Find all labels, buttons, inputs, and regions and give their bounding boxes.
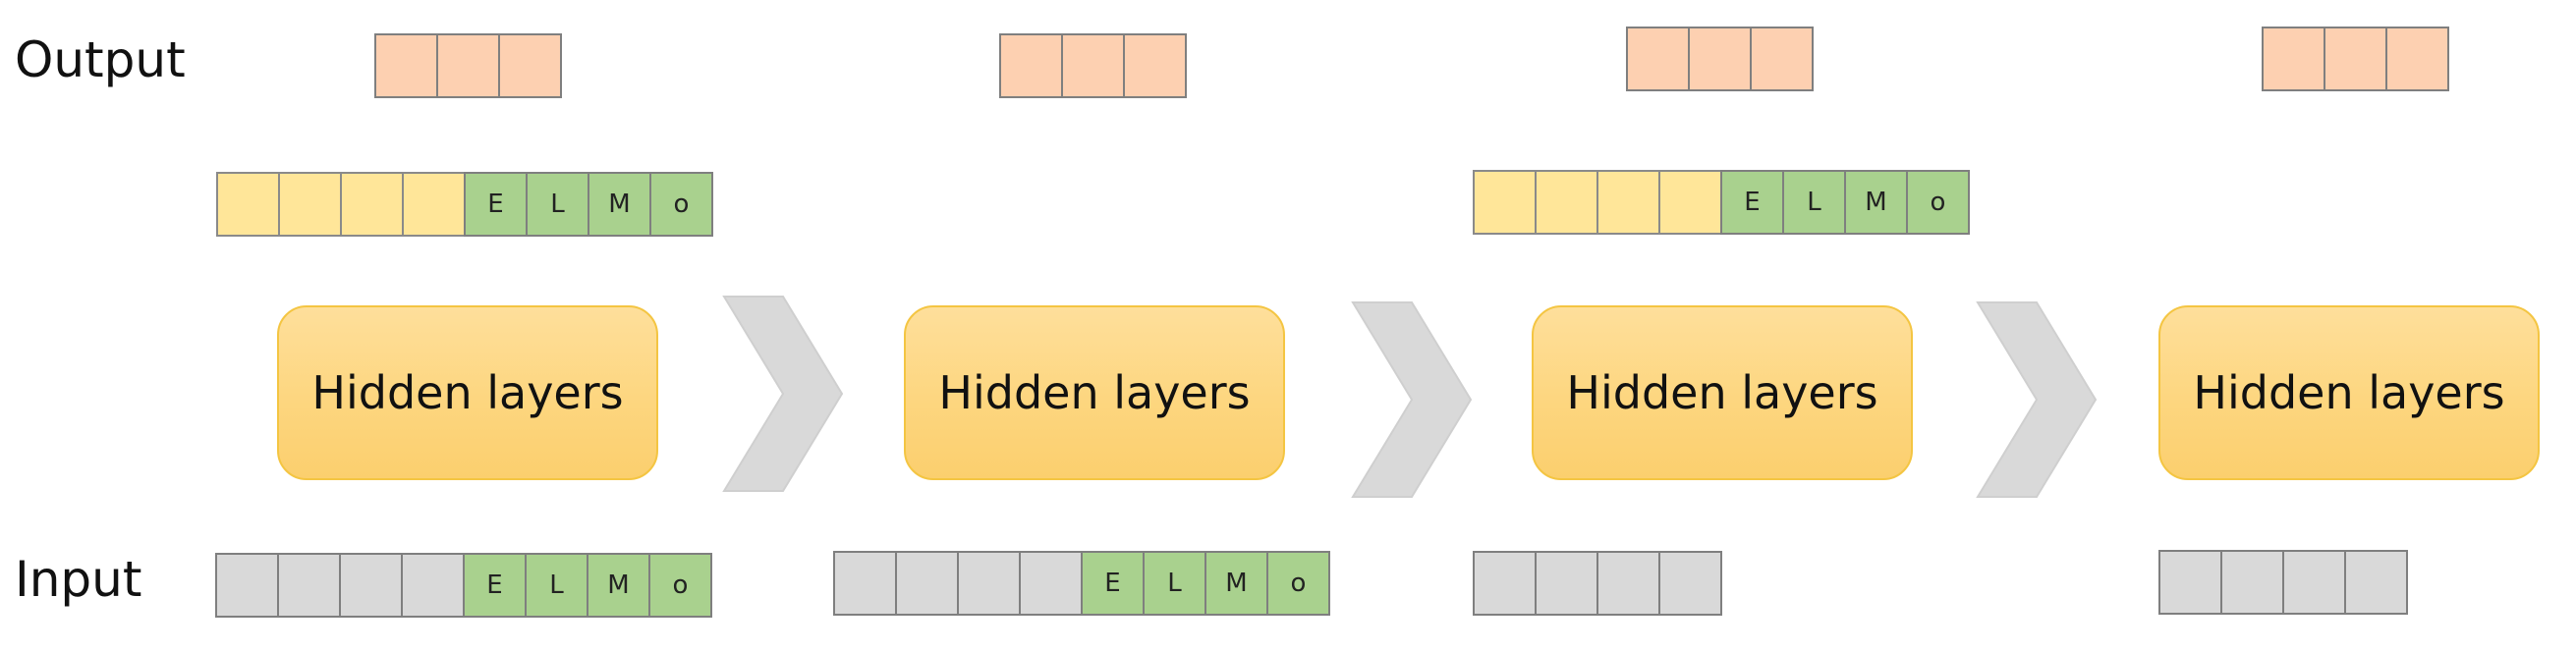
output-cell	[1750, 27, 1814, 91]
input-row-label: Input	[15, 551, 142, 608]
elmo-cell-l: L	[1782, 170, 1846, 235]
hidden-cell	[1658, 170, 1722, 235]
output-cell	[1123, 33, 1187, 98]
output-cell	[498, 33, 562, 98]
input-cell	[957, 551, 1021, 616]
output-cell	[2262, 27, 2325, 91]
hidden-cell	[216, 172, 280, 237]
chevron-arrow-icon	[1351, 301, 1473, 498]
output-cell	[2385, 27, 2449, 91]
input-vector-4	[2158, 550, 2408, 615]
output-vector-2	[999, 33, 1187, 98]
input-cell	[215, 553, 279, 618]
elmo-cell-o: o	[1906, 170, 1970, 235]
elmo-cell-m: M	[588, 172, 651, 237]
elmo-cell-e: E	[463, 553, 527, 618]
elmo-cell-e: E	[1720, 170, 1784, 235]
output-cell	[999, 33, 1063, 98]
input-cell	[833, 551, 897, 616]
input-cell	[2158, 550, 2222, 615]
input-cell	[2344, 550, 2408, 615]
elmo-cell-o: o	[648, 553, 712, 618]
output-vector-1	[374, 33, 562, 98]
input-cell	[1019, 551, 1083, 616]
input-cell	[1473, 551, 1537, 616]
output-row-label: Output	[15, 31, 186, 88]
input-cell	[895, 551, 959, 616]
input-cell	[1658, 551, 1722, 616]
elmo-cell-m: M	[587, 553, 650, 618]
output-cell	[374, 33, 438, 98]
elmo-cell-l: L	[526, 172, 589, 237]
hidden-layers-box-3: Hidden layers	[1532, 305, 1913, 480]
hidden-cell	[340, 172, 404, 237]
output-cell	[1688, 27, 1752, 91]
hidden-cell	[1596, 170, 1660, 235]
output-cell	[1061, 33, 1125, 98]
elmo-cell-e: E	[464, 172, 528, 237]
elmo-cell-m: M	[1844, 170, 1908, 235]
hidden-layers-box-2: Hidden layers	[904, 305, 1285, 480]
elmo-cell-e: E	[1081, 551, 1145, 616]
hidden-elmo-vector-1: E L M o	[216, 172, 713, 237]
hidden-layers-box-1: Hidden layers	[277, 305, 658, 480]
elmo-cell-o: o	[1266, 551, 1330, 616]
elmo-cell-m: M	[1204, 551, 1268, 616]
output-vector-4	[2262, 27, 2449, 91]
chevron-arrow-icon	[722, 296, 844, 492]
input-vector-1: E L M o	[215, 553, 712, 618]
input-cell	[1596, 551, 1660, 616]
input-vector-2: E L M o	[833, 551, 1330, 616]
input-cell	[2220, 550, 2284, 615]
hidden-elmo-vector-3: E L M o	[1473, 170, 1970, 235]
hidden-cell	[402, 172, 466, 237]
elmo-cell-l: L	[525, 553, 588, 618]
input-cell	[2282, 550, 2346, 615]
input-cell	[339, 553, 403, 618]
hidden-cell	[1473, 170, 1537, 235]
input-cell	[1535, 551, 1598, 616]
output-vector-3	[1626, 27, 1814, 91]
input-cell	[401, 553, 465, 618]
input-cell	[277, 553, 341, 618]
elmo-cell-o: o	[649, 172, 713, 237]
output-cell	[2324, 27, 2387, 91]
elmo-cell-l: L	[1143, 551, 1206, 616]
hidden-cell	[1535, 170, 1598, 235]
hidden-layers-box-4: Hidden layers	[2158, 305, 2540, 480]
chevron-arrow-icon	[1976, 301, 2098, 498]
input-vector-3	[1473, 551, 1722, 616]
output-cell	[436, 33, 500, 98]
hidden-cell	[278, 172, 342, 237]
output-cell	[1626, 27, 1690, 91]
